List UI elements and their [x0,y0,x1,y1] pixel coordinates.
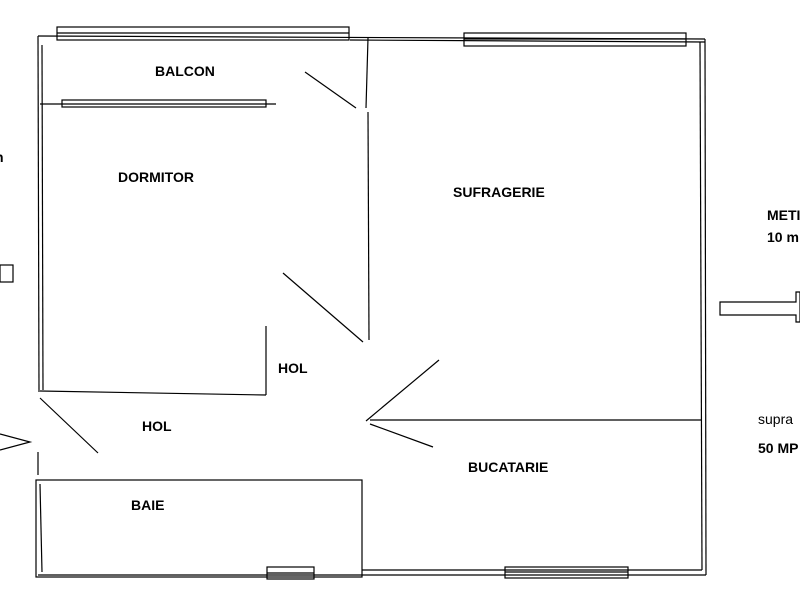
side-note-area-line1: supra [758,411,794,427]
room-label-bucatarie: BUCATARIE [468,459,549,475]
side-note-area-line2: 50 MP [758,440,799,456]
left-wall-inner [41,44,44,391]
left-wall [37,35,40,393]
right-wall [704,38,707,576]
room-label-hol-upper: HOL [278,360,308,376]
partition-dormitor-sufragerie [367,111,370,341]
top-wall-inner [349,39,706,43]
window-balcony [61,99,267,108]
balcony-partition-vertical [365,37,369,109]
room-label-sufragerie: SUFRAGERIE [453,184,545,200]
room-label-hol-lower: HOL [142,418,172,434]
side-note-metro-line1: METI [767,207,800,223]
dormitor-door [282,272,364,343]
room-label-baie: BAIE [131,497,165,513]
entry-door [39,397,99,454]
left-arrow-fragment [0,433,33,451]
door-swing-lower [369,423,434,448]
left-edge-marker [0,264,14,283]
bathroom-outline [35,479,363,578]
balcony-door [304,71,357,109]
side-note-metro-line2: 10 m [767,229,799,245]
room-label-balcon: BALCON [155,63,215,79]
right-wall-inner [699,41,703,571]
hol-partition-horizontal [39,390,267,396]
side-note-left-cut: n [0,150,4,164]
room-label-dormitor: DORMITOR [118,169,194,185]
metro-arrow [719,291,800,323]
door-swing-upper [365,359,440,422]
